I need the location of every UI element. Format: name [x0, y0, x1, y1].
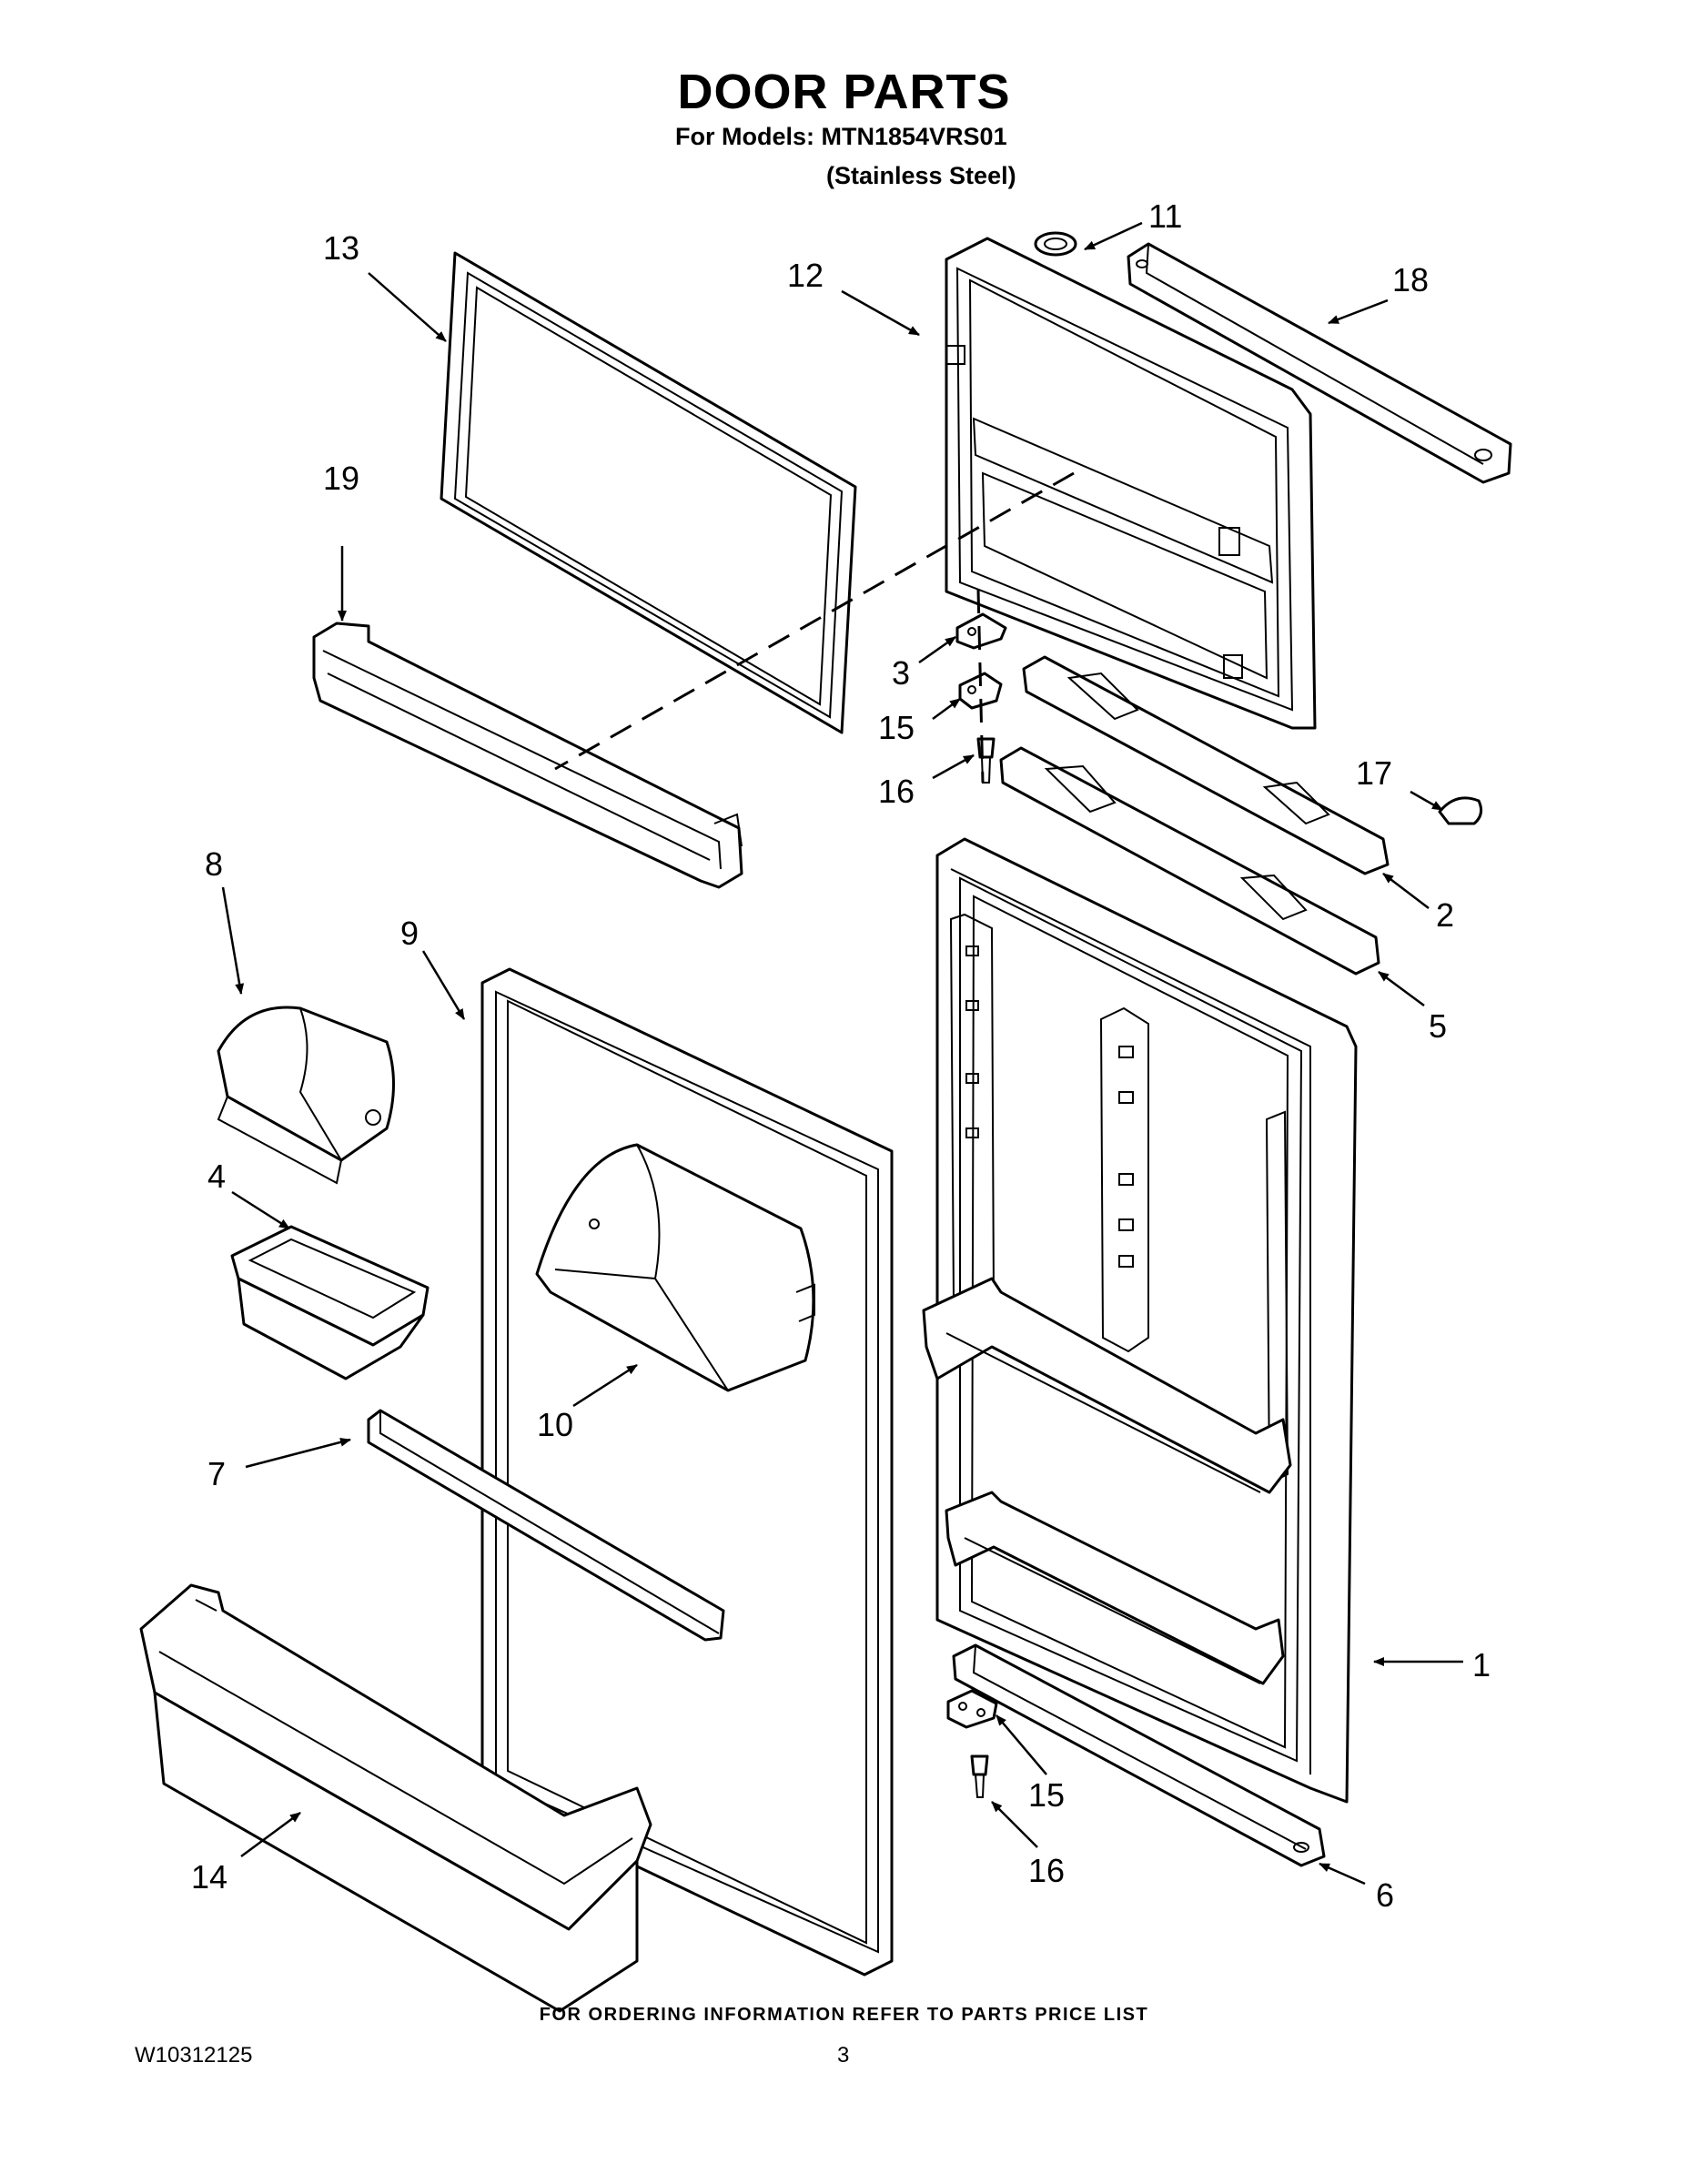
callout-19: 19: [323, 460, 359, 497]
models-line: For Models: MTN1854VRS01: [675, 123, 1007, 150]
callout-2: 2: [1436, 896, 1454, 934]
callout-17: 17: [1356, 754, 1392, 792]
callout-13: 13: [323, 229, 359, 267]
callout-16-lower: 16: [1028, 1852, 1065, 1889]
callout-6: 6: [1376, 1876, 1394, 1914]
part-2-handle-cap-upper: [1022, 655, 1390, 875]
part-16-lower-screw: [970, 1754, 989, 1798]
callout-18: 18: [1392, 261, 1429, 298]
callout-12: 12: [787, 257, 824, 294]
leader-arrows: [221, 221, 1463, 1886]
callout-9: 9: [400, 915, 419, 952]
part-12-freezer-door-liner: [945, 237, 1317, 730]
callout-11: 11: [1148, 197, 1182, 235]
alignment-line-hinge: [976, 589, 985, 784]
callout-7: 7: [207, 1455, 226, 1492]
part-10-dairy-compartment: [535, 1143, 815, 1392]
part-6-bottom-end-cap: [952, 1643, 1326, 1867]
document-number: W10312125: [135, 2043, 253, 2068]
callout-14: 14: [191, 1858, 227, 1896]
callout-3: 3: [892, 654, 910, 692]
finish-line: (Stainless Steel): [826, 162, 1016, 189]
alignment-line-upper: [554, 471, 1075, 771]
callout-10: 10: [537, 1406, 573, 1443]
page-number: 3: [837, 2043, 850, 2068]
part-3-hinge-plate: [955, 612, 1007, 650]
callout-4: 4: [207, 1158, 226, 1195]
part-19-dairy-shelf: [312, 622, 743, 889]
page-title: DOOR PARTS: [677, 65, 1011, 119]
part-1-fresh-food-door: [922, 837, 1358, 1804]
callout-15-upper: 15: [878, 709, 915, 746]
callout-8: 8: [205, 845, 223, 883]
callout-numbers: 13 12 11 18 19 3 15 16 17 2 5 8 9 4 10 7…: [191, 197, 1491, 1914]
ordering-note: FOR ORDERING INFORMATION REFER TO PARTS …: [539, 2005, 1149, 2025]
callout-5: 5: [1429, 1007, 1447, 1045]
part-5-handle-cap-lower: [999, 746, 1380, 976]
part-11-plug: [1034, 231, 1077, 257]
part-17-plug: [1438, 796, 1483, 825]
callout-1: 1: [1472, 1646, 1491, 1684]
part-13-freezer-gasket: [440, 251, 857, 734]
part-8-dairy-door: [217, 1006, 395, 1185]
callout-15-lower: 15: [1028, 1776, 1065, 1814]
part-7-trim-strip: [367, 1409, 725, 1642]
part-14-large-door-bin: [139, 1583, 652, 2013]
part-15-lower-bracket: [946, 1689, 998, 1729]
callout-16-upper: 16: [878, 773, 915, 810]
part-4-small-bin: [230, 1225, 430, 1380]
part-18-top-end-cap: [1127, 242, 1512, 484]
